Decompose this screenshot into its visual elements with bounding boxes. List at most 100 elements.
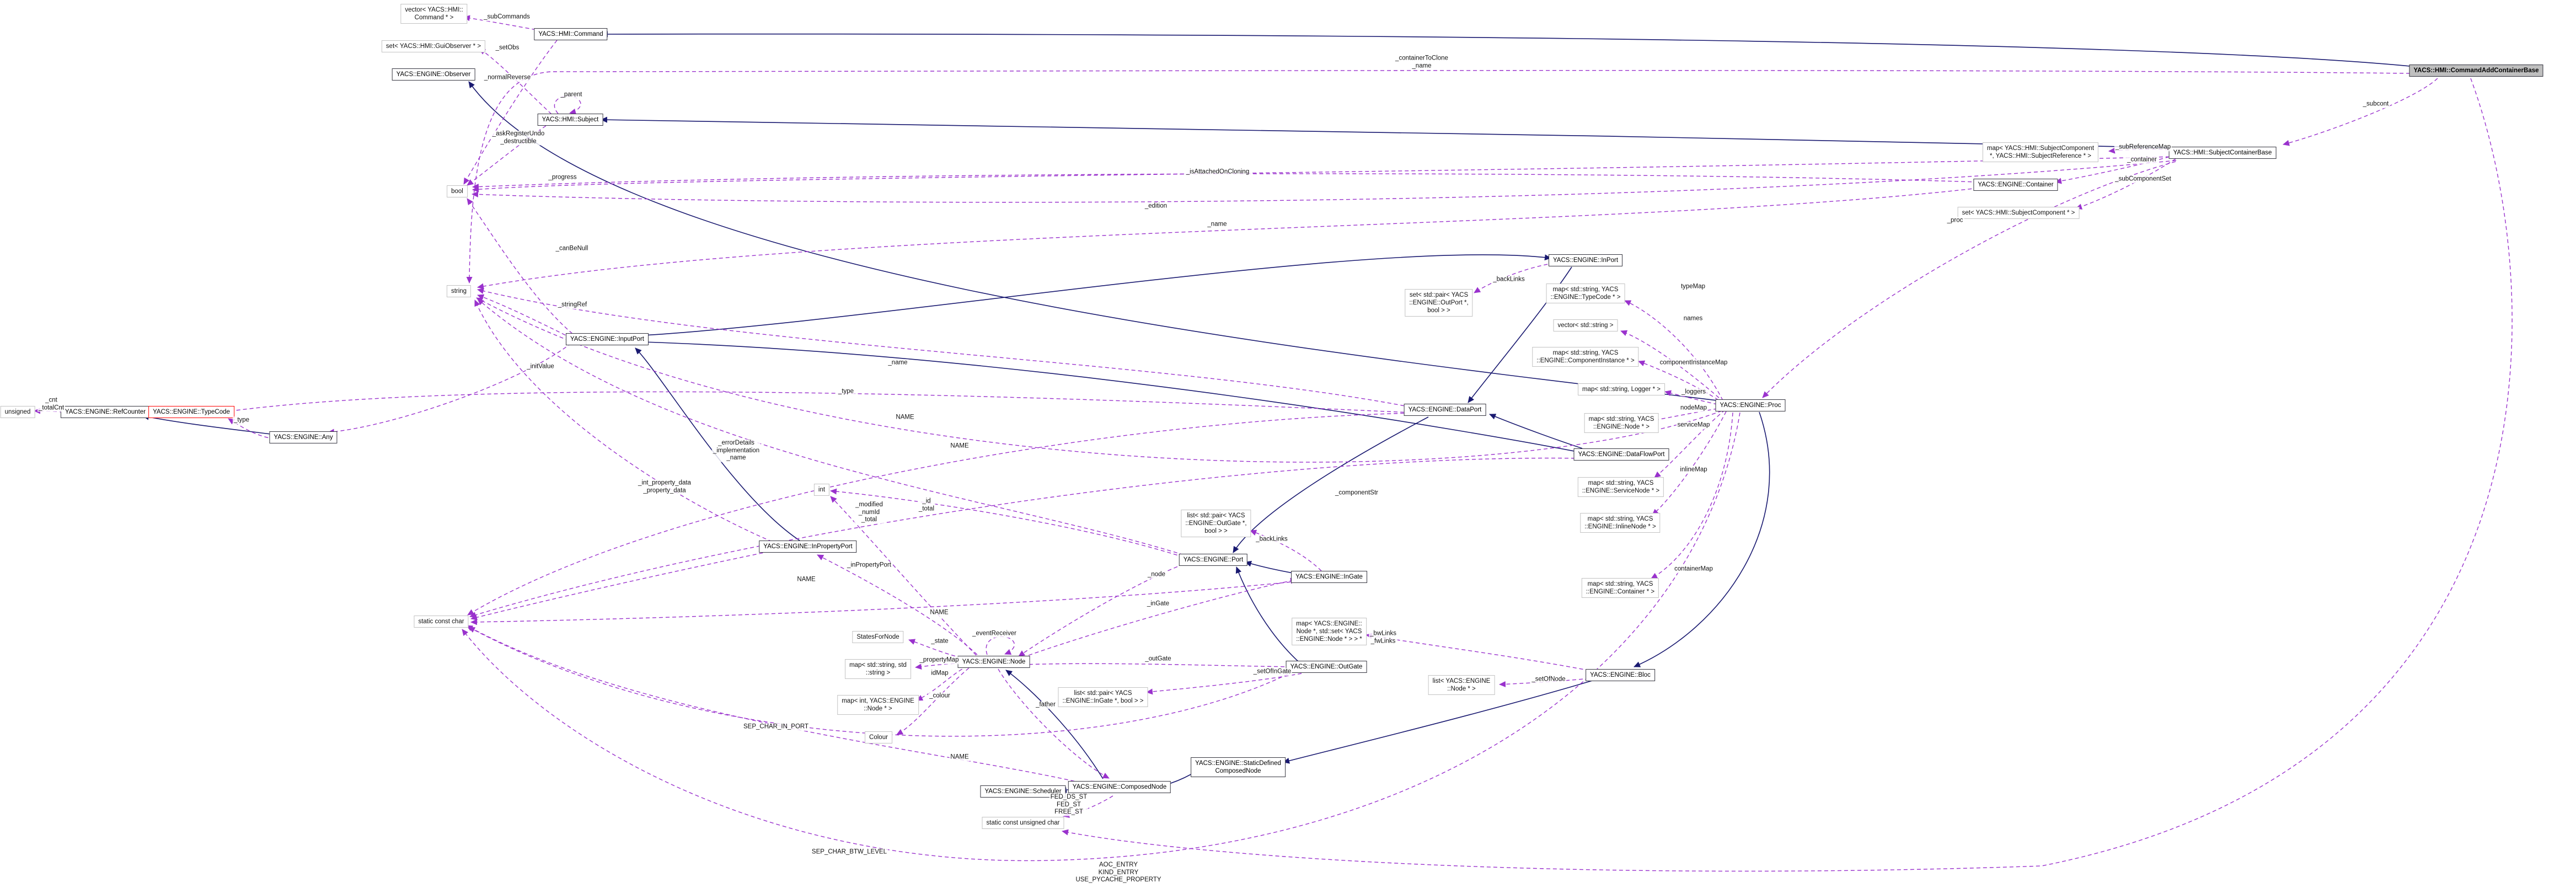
class-node-vec_string[interactable]: vector< std::string > [1553,319,1618,331]
edge-label: _errorDetails _implementation _name [711,439,761,462]
edge-label: _backLinks [1255,536,1289,543]
class-node-outgate[interactable]: YACS::ENGINE::OutGate [1286,661,1367,673]
edge-label: _colour [928,692,951,700]
class-node-set_outport[interactable]: set< std::pair< YACS ::ENGINE::OutPort *… [1405,289,1473,317]
edge-label: _initValue [526,363,555,371]
edge-label: _type [232,416,251,424]
edge-label: _componentStr [1334,489,1379,497]
class-node-string[interactable]: string [446,285,472,297]
usage-edge [466,625,1081,783]
inheritance-edge [1235,566,1300,664]
class-node-vec_cmd[interactable]: vector< YACS::HMI:: Command * > [400,4,468,24]
edge-label: names [1682,315,1704,323]
edge-label: nodeMap [1679,404,1708,412]
usage-edge [916,665,968,701]
edge-label: _subReferenceMap [2114,143,2172,151]
class-node-cmdaddcont[interactable]: YACS::HMI::CommandAddContainerBase [2409,65,2543,77]
class-node-bool[interactable]: bool [447,185,468,197]
class-node-inputport[interactable]: YACS::ENGINE::InputPort [565,333,649,345]
class-node-statesfornode[interactable]: StatesForNode [852,631,904,643]
class-node-staticconstchar[interactable]: static const char [414,616,469,628]
inheritance-edge [1005,670,1104,779]
class-node-int[interactable]: int [813,484,830,496]
edge-label: NAME [949,753,970,761]
class-node-map_logger[interactable]: map< std::string, Logger * > [1578,383,1665,395]
class-node-list_outgate[interactable]: list< std::pair< YACS ::ENGINE::OutGate … [1181,510,1251,537]
class-node-port[interactable]: YACS::ENGINE::Port [1179,554,1248,566]
edge-label: _canBeNull [554,245,590,253]
class-node-map_int_node[interactable]: map< int, YACS::ENGINE ::Node * > [837,695,919,715]
class-node-scheduler[interactable]: YACS::ENGINE::Scheduler [980,785,1066,798]
edge-label: _progress [547,174,578,181]
class-node-map_inlinenode[interactable]: map< std::string, YACS ::ENGINE::InlineN… [1580,513,1661,533]
usage-edge [467,413,1411,616]
class-node-map_container[interactable]: map< std::string, YACS ::ENGINE::Contain… [1581,578,1659,598]
inheritance-edge [1634,411,1770,667]
class-node-cmd[interactable]: YACS::HMI::Command [534,28,608,40]
class-node-set_subjcomp[interactable]: set< YACS::HMI::SubjectComponent * > [1957,207,2080,219]
class-node-any[interactable]: YACS::ENGINE::Any [269,431,338,443]
edge-label: typeMap [1679,283,1707,291]
usage-edge [463,40,558,185]
class-node-map_ss[interactable]: map< std::string, std ::string > [845,659,911,679]
edge-label: _askRegisterUndo _destructible [491,130,546,146]
usage-edge [477,294,572,339]
edge-label: _eventReceiver [971,630,1017,638]
edge-label: FED_DS_ST FED_ST FREE_ST [1049,793,1089,816]
usage-edge [1018,564,1184,657]
class-node-set_obs[interactable]: set< YACS::HMI::GuiObserver * > [381,40,486,52]
edge-label: _normalReverse [483,74,532,82]
class-node-map_subjcomp[interactable]: map< YACS::HMI::SubjectComponent *, YACS… [1982,142,2099,162]
class-node-inport[interactable]: YACS::ENGINE::InPort [1548,254,1623,266]
class-node-dataport[interactable]: YACS::ENGINE::DataPort [1404,404,1486,416]
edge-label: inlineMap [1679,466,1709,474]
usage-edge [998,668,1110,779]
inheritance-edge [1233,416,1429,553]
usage-edge [915,662,968,670]
class-node-refcounter[interactable]: YACS::ENGINE::RefCounter [60,406,151,418]
edge-label: _modified _numId _total [854,501,884,524]
class-node-container[interactable]: YACS::ENGINE::Container [1973,179,2058,191]
class-node-observer[interactable]: YACS::ENGINE::Observer [392,68,475,81]
inheritance-edge [468,81,1727,402]
edge-label: componentInstanceMap [1658,359,1729,367]
class-node-staticconstuchar[interactable]: static const unsigned char [982,817,1064,829]
edge-label: serviceMap [1676,421,1711,429]
usage-edge [830,496,977,656]
class-node-composednode[interactable]: YACS::ENGINE::ComposedNode [1068,781,1171,793]
edge-label: _parent [559,91,583,99]
class-node-inpropertyport[interactable]: YACS::ENGINE::InPropertyPort [759,541,857,553]
edge-label: AOC_ENTRY KIND_ENTRY USE_PYCACHE_PROPERT… [1074,861,1163,884]
class-node-dataflowport[interactable]: YACS::ENGINE::DataFlowPort [1573,448,1669,461]
class-node-unsigned[interactable]: unsigned [0,406,35,418]
class-node-map_servicenode[interactable]: map< std::string, YACS ::ENGINE::Service… [1577,477,1664,497]
usage-edge [830,488,1184,558]
usage-edge [1654,409,1726,478]
edge-label: _setOfNode [1530,676,1567,683]
usage-edge [2283,78,2438,146]
class-node-typecode[interactable]: YACS::ENGINE::TypeCode [148,406,234,418]
class-node-node[interactable]: YACS::ENGINE::Node [957,656,1030,668]
class-node-bloc[interactable]: YACS::ENGINE::Bloc [1586,669,1655,681]
class-node-map_typecode[interactable]: map< std::string, YACS ::ENGINE::TypeCod… [1546,283,1625,303]
class-node-ingate[interactable]: YACS::ENGINE::InGate [1291,571,1367,583]
edge-label: _loggers [1680,388,1707,396]
usage-edge [1062,78,2513,872]
class-node-staticdefined[interactable]: YACS::ENGINE::StaticDefined ComposedNode [1191,757,1286,777]
class-node-map_node_set[interactable]: map< YACS::ENGINE:: Node *, std::set< YA… [1292,618,1367,645]
usage-edge [463,15,543,31]
usage-edge [1022,577,1297,658]
class-node-colour[interactable]: Colour [865,731,892,743]
class-node-map_node[interactable]: map< std::string, YACS ::ENGINE::Node * … [1584,413,1659,433]
class-node-subject[interactable]: YACS::HMI::Subject [537,114,603,126]
class-node-subjcontbase[interactable]: YACS::HMI::SubjectContainerBase [2168,147,2277,159]
class-node-list_ingate[interactable]: list< std::pair< YACS ::ENGINE::InGate *… [1058,687,1148,707]
class-node-map_compinst[interactable]: map< std::string, YACS ::ENGINE::Compone… [1532,347,1639,367]
class-node-list_node[interactable]: list< YACS::ENGINE ::Node * > [1428,675,1495,695]
class-node-proc[interactable]: YACS::ENGINE::Proc [1715,399,1786,411]
edge-label: _id _total [917,498,936,513]
edge-label: _setOfInGate [1252,668,1293,676]
inheritance-edge [1283,679,1597,764]
edge-label: _father [1035,701,1057,709]
